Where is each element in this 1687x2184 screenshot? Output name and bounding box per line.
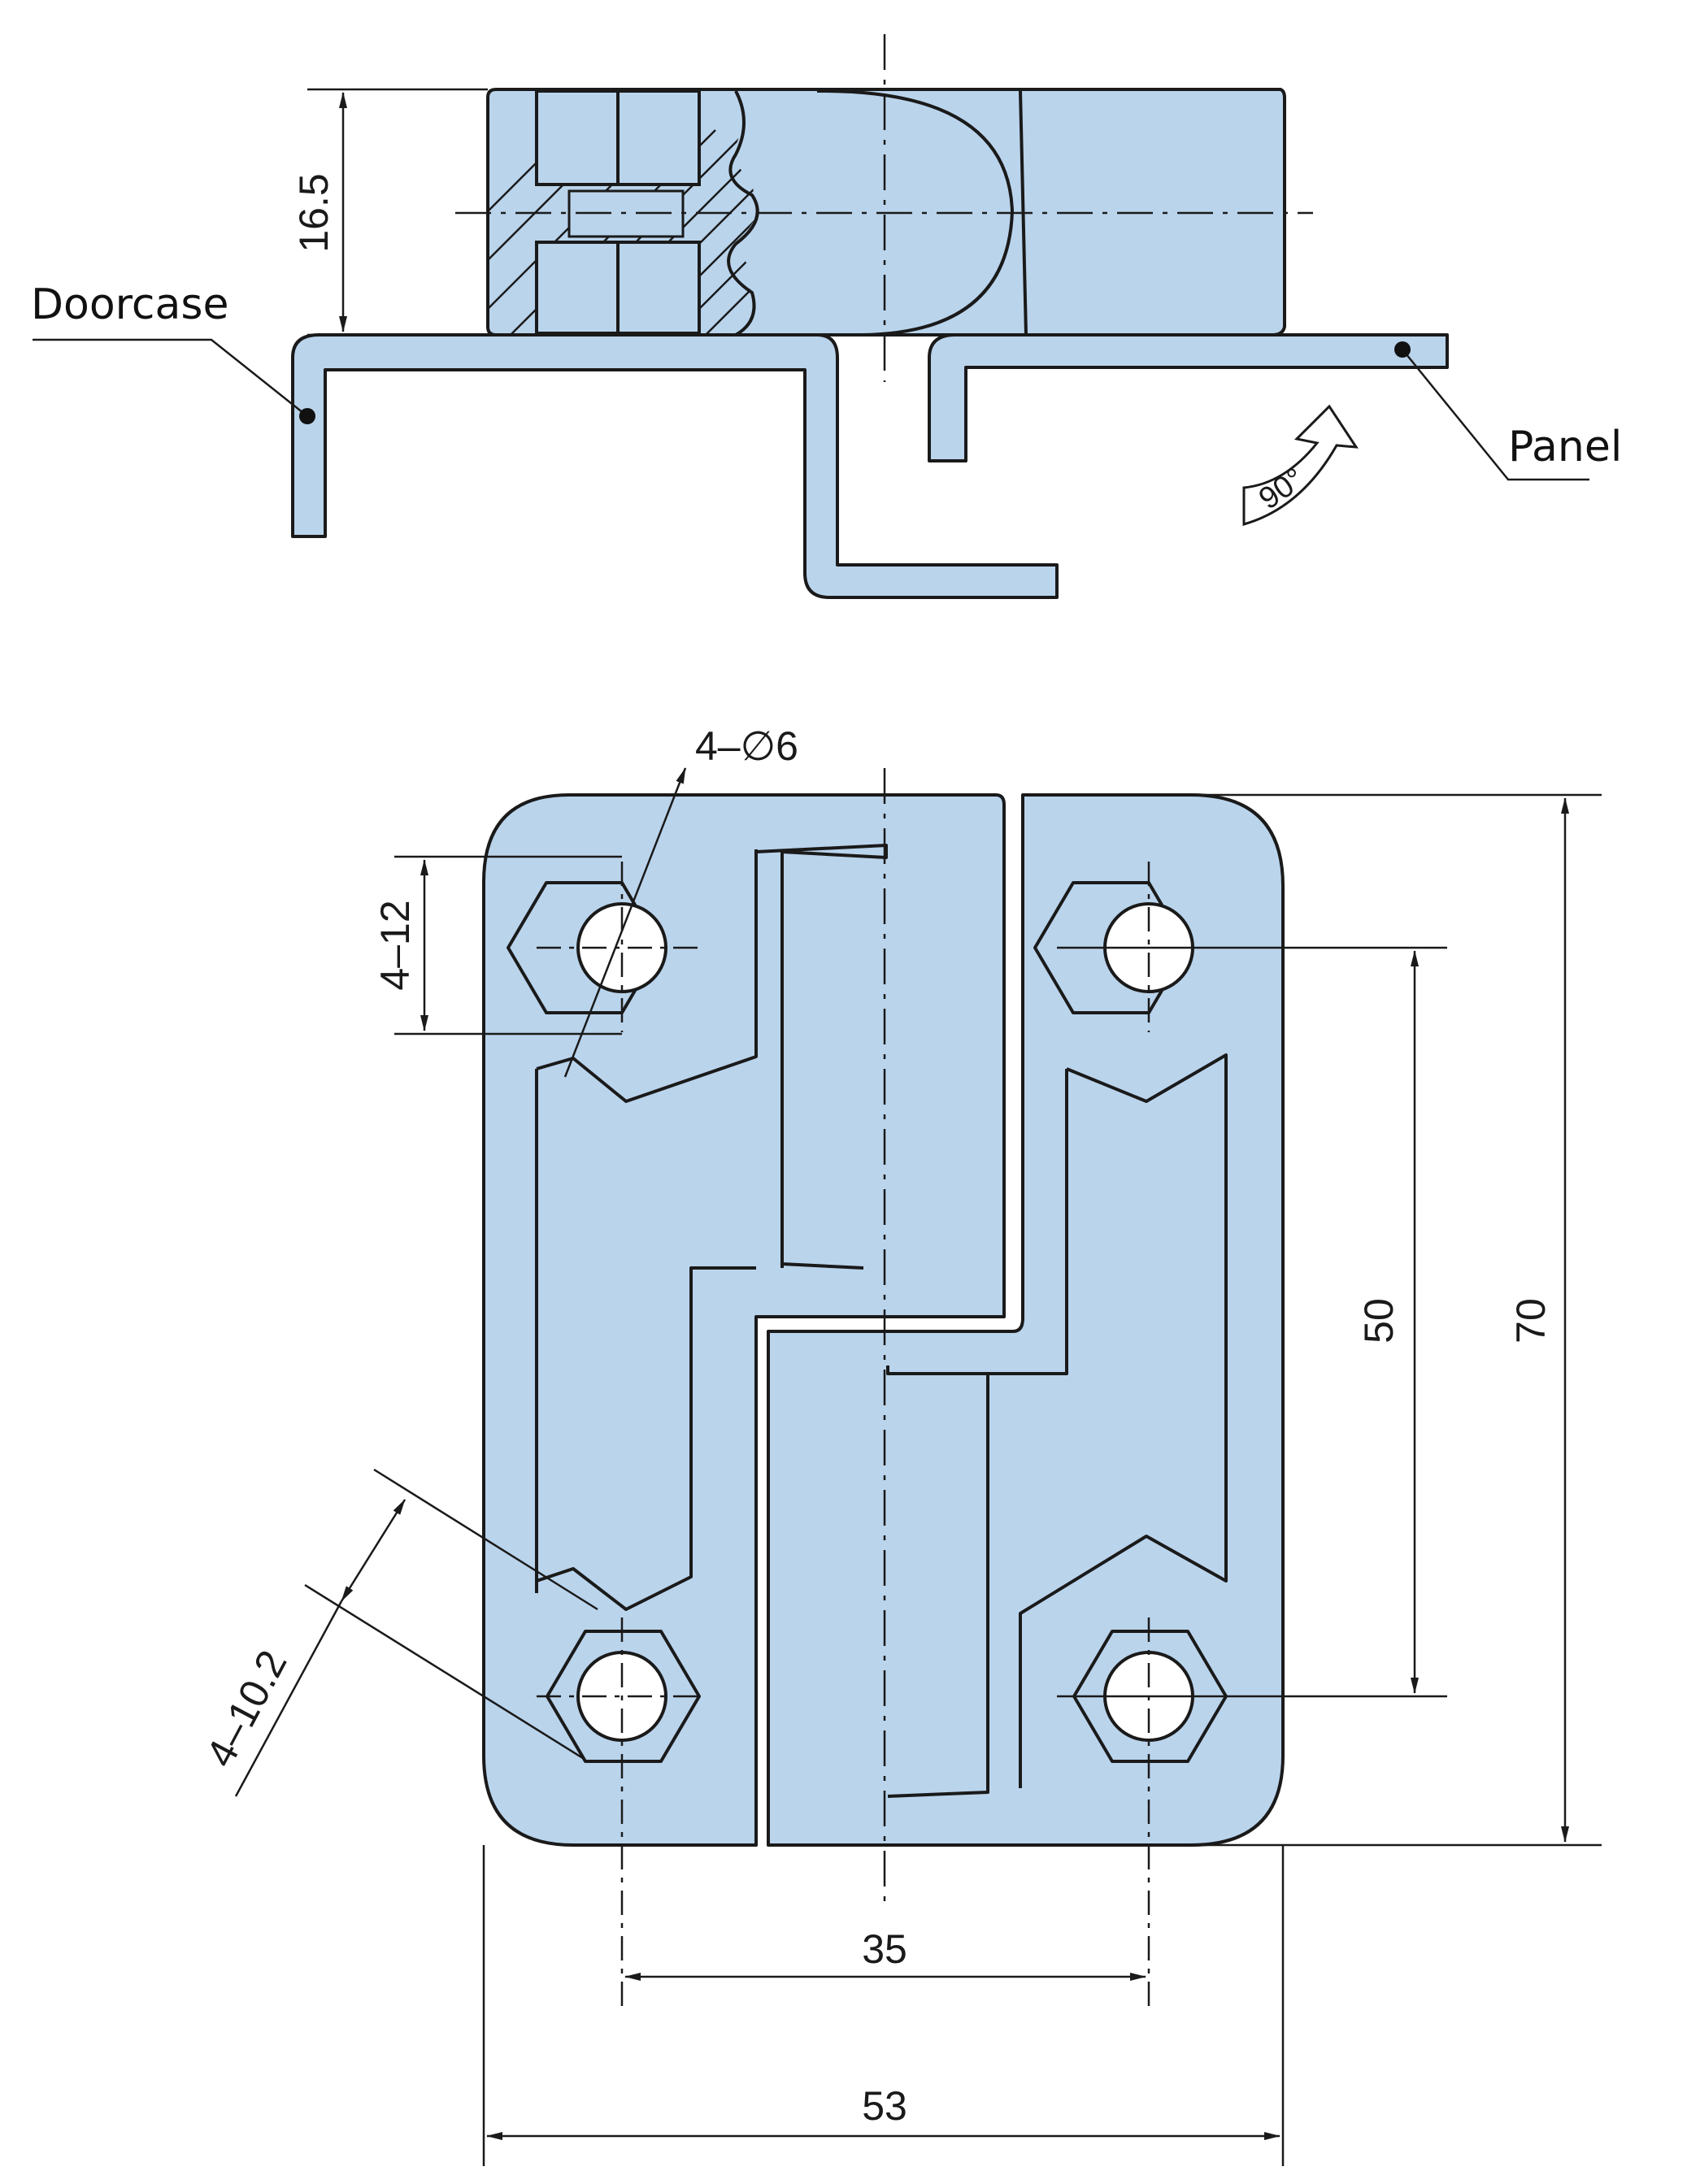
dim-hex-across: 4–10.2: [197, 1643, 295, 1774]
hinge-left-leaf: [482, 793, 1006, 1847]
hole-top-right: [1033, 862, 1447, 1032]
dim-hole-vertical-pitch: 50: [1356, 1298, 1402, 1344]
dim-hole-diameter: 4–∅6: [695, 723, 798, 769]
dim-overall-height: 70: [1508, 1298, 1554, 1344]
dim-overall-width: 53: [862, 2083, 907, 2129]
front-view: 4–∅6 4–12 4–10.2 50 70 35 53: [197, 723, 1602, 2166]
hole-bottom-left: [537, 1617, 701, 2008]
dim-hole-horizontal-pitch: 35: [862, 1926, 907, 1972]
rotation-arrow-icon: 90°: [1242, 404, 1359, 526]
dim-side-height: 16.5: [291, 173, 337, 252]
label-panel: Panel: [1508, 423, 1622, 471]
label-doorcase: Doorcase: [31, 280, 228, 329]
knuckle-outline: [816, 89, 1014, 337]
doorcase-plate: [291, 333, 1059, 599]
dim-hex-width: 4–12: [372, 900, 418, 990]
hinge-right-leaf: [767, 793, 1285, 1847]
hole-top-left: [507, 862, 699, 1032]
hole-bottom-right: [1057, 1617, 1447, 2008]
panel-plate: [928, 333, 1449, 462]
side-view: 16.5 Doorcase Panel 90°: [31, 34, 1622, 599]
